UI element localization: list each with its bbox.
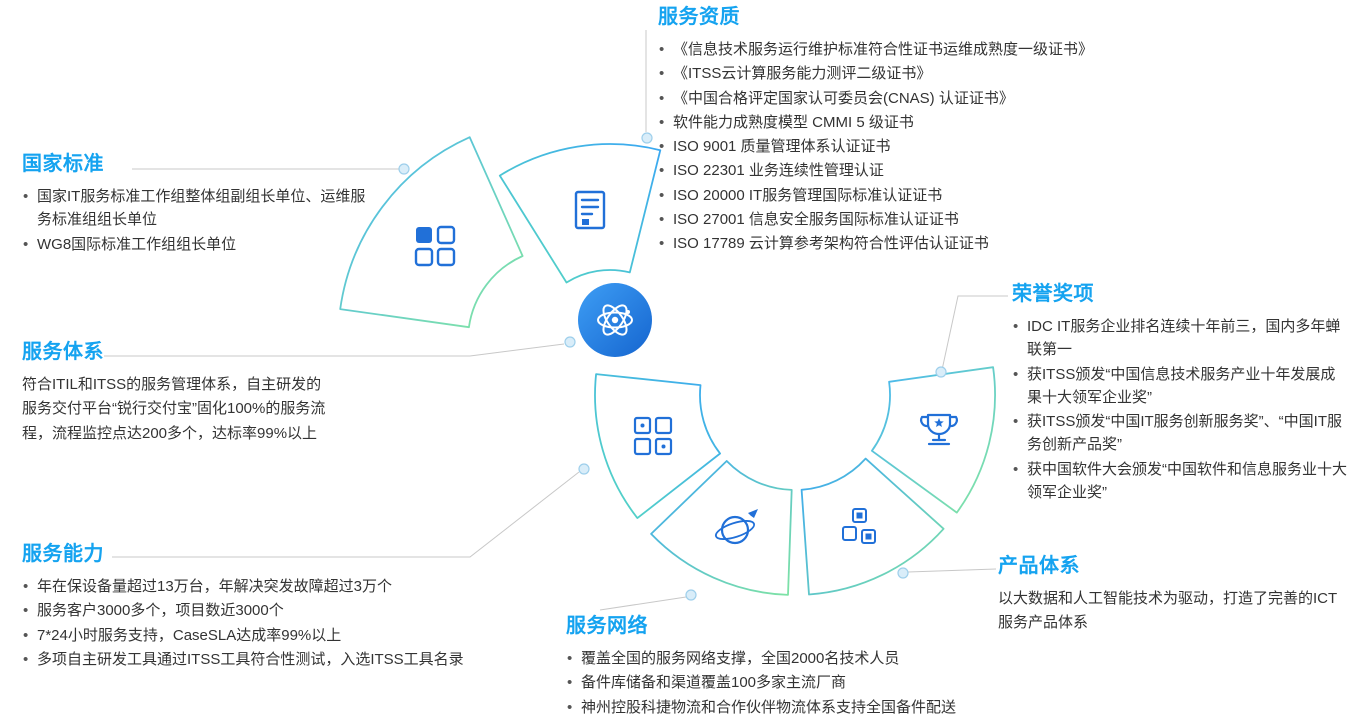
list-item: 《中国合格评定国家认可委员会(CNAS) 认证证书》: [658, 87, 1153, 111]
cubes-icon: [842, 508, 876, 544]
wedge-service-qualifications: [498, 143, 662, 284]
list-item: 服务客户3000多个，项目数近3000个: [22, 599, 517, 623]
list-item: ISO 22301 业务连续性管理认证: [658, 159, 1153, 183]
service-qualifications-title: 服务资质: [658, 6, 740, 28]
list-item: IDC IT服务企业排名连续十年前三，国内多年蝉联第一: [1012, 315, 1347, 362]
service-system-body: 符合ITIL和ITSS的服务管理体系，自主研发的服务交付平台“锐行交付宝”固化1…: [22, 376, 326, 442]
globe-network-icon: [714, 509, 758, 545]
list-item: 覆盖全国的服务网络支撑，全国2000名技术人员: [566, 647, 1006, 671]
list-item: ISO 20000 IT服务管理国际标准认证证书: [658, 184, 1153, 208]
service-network-title: 服务网络: [566, 615, 648, 637]
trophy-icon: [920, 413, 958, 446]
connector-dot: [897, 567, 909, 579]
connector-group: [104, 30, 1008, 611]
service-network-list: 覆盖全国的服务网络支撑，全国2000名技术人员 备件库储备和渠道覆盖100多家主…: [566, 647, 1006, 719]
hub-atom-badge: [578, 283, 652, 357]
list-item: 《ITSS云计算服务能力测评二级证书》: [658, 62, 1153, 86]
honors-awards-title: 荣誉奖项: [1012, 283, 1094, 305]
connector-service-capability: [112, 471, 580, 558]
service-system-title: 服务体系: [22, 341, 104, 363]
national-standards-title: 国家标准: [22, 153, 104, 175]
connector-dot: [641, 132, 653, 144]
connector-dot: [564, 336, 576, 348]
connector-service-network: [599, 596, 687, 611]
list-item: 神州控股科捷物流和合作伙伴物流体系支持全国备件配送: [566, 696, 1006, 720]
list-item: 备件库储备和渠道覆盖100多家主流厂商: [566, 671, 1006, 695]
list-item: 获ITSS颁发“中国IT服务创新服务奖”、“中国IT服务创新产品奖”: [1012, 410, 1347, 457]
section-service-qualifications: 服务资质 《信息技术服务运行维护标准符合性证书运维成熟度一级证书》 《ITSS云…: [658, 5, 1153, 256]
service-qualifications-list: 《信息技术服务运行维护标准符合性证书运维成熟度一级证书》 《ITSS云计算服务能…: [658, 38, 1153, 256]
service-capability-title: 服务能力: [22, 543, 104, 565]
list-item: 《信息技术服务运行维护标准符合性证书运维成熟度一级证书》: [658, 38, 1153, 62]
dashboard-icon: [414, 225, 456, 267]
service-capability-list: 年在保设备量超过13万台，年解决突发故障超过3万个 服务客户3000多个，项目数…: [22, 575, 517, 671]
connector-dot: [935, 366, 947, 378]
section-service-network: 服务网络 覆盖全国的服务网络支撑，全国2000名技术人员 备件库储备和渠道覆盖1…: [566, 614, 1006, 720]
connector-dot: [398, 163, 410, 175]
wedge-group: [339, 136, 996, 596]
connector-dot: [578, 463, 590, 475]
list-item: ISO 27001 信息安全服务国际标准认证证书: [658, 208, 1153, 232]
section-service-system: 服务体系 符合ITIL和ITSS的服务管理体系，自主研发的服务交付平台“锐行交付…: [22, 340, 330, 446]
list-item: WG8国际标准工作组组长单位: [22, 233, 367, 257]
product-system-body: 以大数据和人工智能技术为驱动，打造了完善的ICT服务产品体系: [998, 590, 1338, 632]
honors-awards-list: IDC IT服务企业排名连续十年前三，国内多年蝉联第一 获ITSS颁发“中国信息…: [1012, 315, 1347, 504]
section-product-system: 产品体系 以大数据和人工智能技术为驱动，打造了完善的ICT服务产品体系: [998, 554, 1338, 636]
connector-honors-awards: [941, 295, 1008, 371]
national-standards-list: 国家IT服务标准工作组整体组副组长单位、运维服务标准组组长单位 WG8国际标准工…: [22, 185, 367, 256]
product-system-title: 产品体系: [998, 555, 1080, 577]
wedge-product-system: [800, 457, 945, 596]
section-national-standards: 国家标准 国家IT服务标准工作组整体组副组长单位、运维服务标准组组长单位 WG8…: [22, 152, 367, 257]
list-item: 获中国软件大会颁发“中国软件和信息服务业十大领军企业奖”: [1012, 458, 1347, 505]
list-item: 国家IT服务标准工作组整体组副组长单位、运维服务标准组组长单位: [22, 185, 367, 232]
connector-dot: [685, 589, 697, 601]
section-service-capability: 服务能力 年在保设备量超过13万台，年解决突发故障超过3万个 服务客户3000多…: [22, 542, 517, 672]
list-item: ISO 17789 云计算参考架构符合性评估认证证书: [658, 232, 1153, 256]
apps-grid-icon: [633, 416, 673, 456]
wedge-service-capability: [594, 373, 721, 519]
list-item: 软件能力成熟度模型 CMMI 5 级证书: [658, 111, 1153, 135]
list-item: 7*24小时服务支持，CaseSLA达成率99%以上: [22, 624, 517, 648]
list-item: 获ITSS颁发“中国信息技术服务产业十年发展成果十大领军企业奖”: [1012, 363, 1347, 410]
connector-product-system: [907, 568, 997, 573]
document-icon: [574, 190, 606, 230]
list-item: ISO 9001 质量管理体系认证证书: [658, 135, 1153, 159]
list-item: 年在保设备量超过13万台，年解决突发故障超过3万个: [22, 575, 517, 599]
connector-dot-group: [398, 132, 947, 601]
section-honors-awards: 荣誉奖项 IDC IT服务企业排名连续十年前三，国内多年蝉联第一 获ITSS颁发…: [1012, 282, 1347, 505]
list-item: 多项自主研发工具通过ITSS工具符合性测试，入选ITSS工具名录: [22, 648, 517, 672]
atom-icon: [597, 304, 633, 336]
connector-service-system: [104, 343, 565, 357]
